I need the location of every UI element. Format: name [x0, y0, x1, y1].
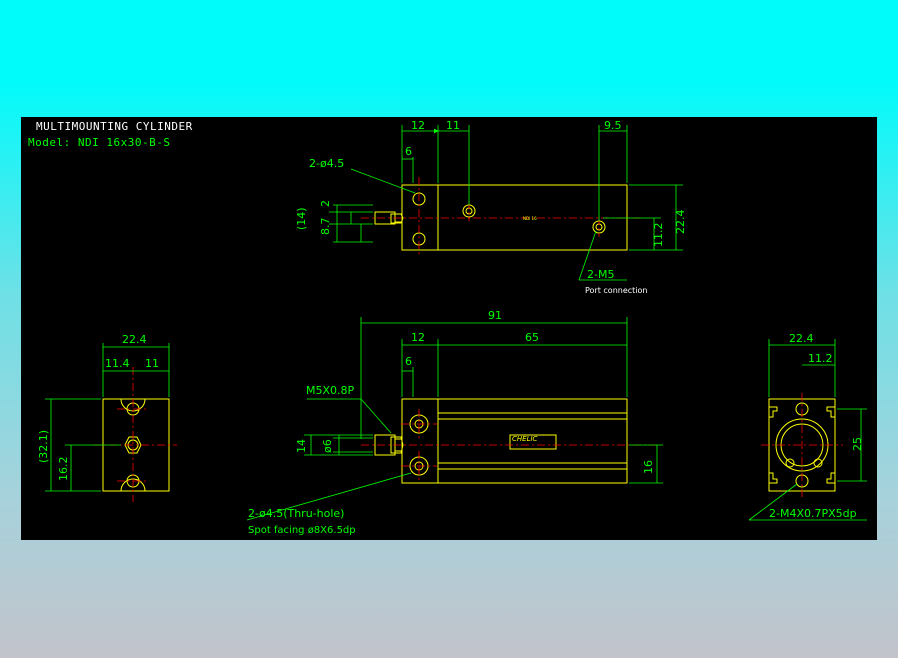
front-view-endplate	[401, 398, 439, 484]
chelic-logo: CHELIC	[512, 435, 538, 443]
spot-facing-note: Spot facing ø8X6.5dp	[248, 525, 356, 536]
thread-callout: M5X0.8P	[306, 384, 355, 397]
front-view: CHELIC	[246, 309, 663, 536]
callout-top-holes: 2-ø4.5	[309, 157, 344, 170]
top-view-endplate	[401, 184, 439, 251]
port-connection-note: Port connection	[585, 286, 647, 295]
dim-left-11-4: 11.4	[105, 357, 130, 370]
dim-front-65: 65	[525, 331, 539, 344]
dim-top-8-7: 8.7	[319, 218, 332, 236]
dim-left-16-2: 16.2	[57, 457, 70, 482]
dim-right-25: 25	[851, 437, 864, 451]
dim-top-11: 11	[446, 119, 460, 132]
left-view-outline	[102, 398, 170, 492]
drawing-title: MULTIMOUNTING CYLINDER	[36, 120, 193, 133]
dim-front-12: 12	[411, 331, 425, 344]
dim-right-11-2: 11.2	[808, 352, 833, 365]
dim-left-32-1: (32.1)	[37, 430, 50, 463]
dim-front-rod-dia: ø6	[321, 439, 334, 453]
dim-right-22-4: 22.4	[789, 332, 814, 345]
dim-front-6: 6	[405, 355, 412, 368]
right-view: 22.4 11.2 25 2-M4X0.7PX5dp	[748, 332, 867, 521]
dim-top-12: 12	[411, 119, 425, 132]
dim-top-11-2: 11.2	[652, 223, 665, 248]
dim-front-16: 16	[642, 460, 655, 474]
callout-front-holes: 2-ø4.5(Thru-hole)	[248, 507, 344, 520]
callout-right-tapped: 2-M4X0.7PX5dp	[769, 507, 857, 520]
left-view: 22.4 11.4 11 (32.1) 16.2	[37, 333, 177, 502]
top-view: NDI 16	[295, 119, 687, 295]
top-view-body	[437, 184, 628, 251]
dim-top-22-4: 22.4	[674, 210, 687, 235]
top-body-mark: NDI 16	[523, 216, 537, 221]
dim-left-22-4: 22.4	[122, 333, 147, 346]
dim-top-9-5: 9.5	[604, 119, 622, 132]
dim-top-14: (14)	[295, 207, 308, 230]
front-view-body	[437, 398, 628, 484]
callout-top-port: 2-M5	[587, 268, 614, 281]
cad-drawing-area: MULTIMOUNTING CYLINDER Model: NDI 16x30-…	[21, 117, 877, 540]
dim-left-11: 11	[145, 357, 159, 370]
dim-front-14: 14	[295, 439, 308, 453]
dim-front-91: 91	[488, 309, 502, 322]
dim-top-6: 6	[405, 145, 412, 158]
model-label: Model: NDI 16x30-B-S	[28, 136, 171, 149]
dim-top-2: 2	[319, 200, 332, 207]
